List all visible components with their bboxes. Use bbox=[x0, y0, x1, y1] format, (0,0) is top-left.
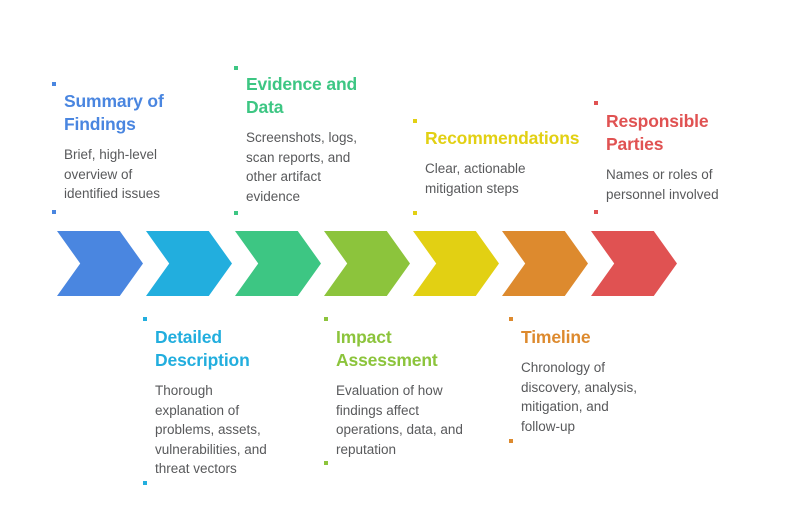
step-description-6: Chronology of discovery, analysis, mitig… bbox=[521, 360, 638, 434]
step-block-7: Responsible Parties Names or roles of pe… bbox=[594, 101, 756, 214]
step-description-2: Thorough explanation of problems, assets… bbox=[155, 383, 267, 476]
chevron-step-5[interactable] bbox=[413, 231, 499, 296]
marker-dot bbox=[324, 461, 328, 465]
marker-dot bbox=[324, 317, 328, 321]
step-description-3: Screenshots, logs, scan reports, and oth… bbox=[246, 130, 358, 204]
marker-dot bbox=[143, 317, 147, 321]
step-description-5: Clear, actionable mitigation steps bbox=[425, 161, 526, 196]
marker-dot bbox=[594, 101, 598, 105]
chevron-step-4[interactable] bbox=[324, 231, 410, 296]
marker-dot bbox=[413, 211, 417, 215]
chevron-step-2[interactable] bbox=[146, 231, 232, 296]
chevron-step-6[interactable] bbox=[502, 231, 588, 296]
marker-dot bbox=[509, 439, 513, 443]
chevron-step-1[interactable] bbox=[57, 231, 143, 296]
step-title-4: Impact Assessment bbox=[336, 327, 438, 370]
chevron-step-7[interactable] bbox=[591, 231, 677, 296]
step-title-1: Summary of Findings bbox=[64, 91, 164, 134]
step-description-4: Evaluation of how findings affect operat… bbox=[336, 383, 463, 457]
marker-dot bbox=[234, 66, 238, 70]
step-title-3: Evidence and Data bbox=[246, 74, 358, 117]
step-description-1: Brief, high-level overview of identified… bbox=[64, 147, 161, 201]
step-block-6: Timeline Chronology of discovery, analys… bbox=[509, 317, 671, 443]
step-title-2: Detailed Description bbox=[155, 327, 250, 370]
marker-dot bbox=[413, 119, 417, 123]
step-title-6: Timeline bbox=[521, 327, 591, 347]
marker-dot bbox=[509, 317, 513, 321]
marker-dot bbox=[143, 481, 147, 485]
step-block-5: Recommendations Clear, actionable mitiga… bbox=[413, 119, 585, 215]
step-block-2: Detailed Description Thorough explanatio… bbox=[143, 317, 315, 485]
marker-dot bbox=[594, 210, 598, 214]
step-description-7: Names or roles of personnel involved bbox=[606, 167, 719, 202]
step-block-3: Evidence and Data Screenshots, logs, sca… bbox=[234, 66, 398, 215]
marker-dot bbox=[52, 210, 56, 214]
marker-dot bbox=[52, 82, 56, 86]
step-block-4: Impact Assessment Evaluation of how find… bbox=[324, 317, 504, 465]
step-title-7: Responsible Parties bbox=[606, 111, 709, 154]
step-title-5: Recommendations bbox=[425, 128, 580, 148]
chevron-step-3[interactable] bbox=[235, 231, 321, 296]
marker-dot bbox=[234, 211, 238, 215]
step-block-1: Summary of Findings Brief, high-level ov… bbox=[52, 82, 214, 214]
